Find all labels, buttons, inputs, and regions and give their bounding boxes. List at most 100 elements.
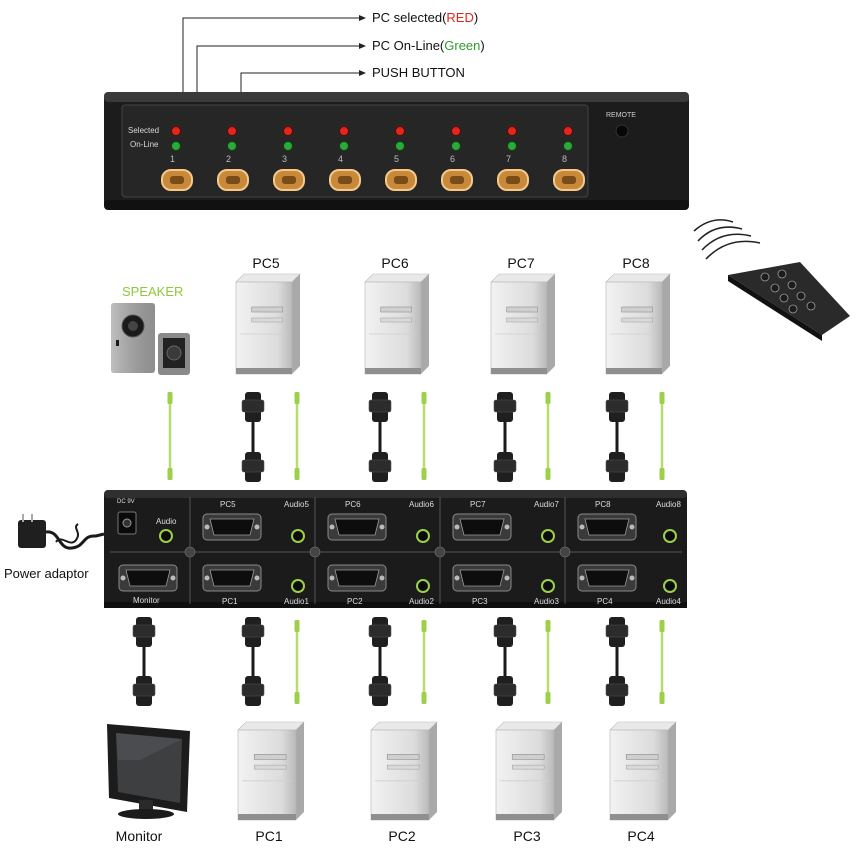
audio-plug bbox=[659, 620, 665, 632]
rear-top-audio-label: Audio5 bbox=[284, 500, 309, 509]
audio-jack-audio2 bbox=[416, 579, 430, 593]
online-led bbox=[227, 141, 237, 151]
front-channel-number: 3 bbox=[282, 154, 288, 164]
front-channel-number: 5 bbox=[394, 154, 400, 164]
online-led bbox=[563, 141, 573, 151]
rear-bottom-vga-label: PC1 bbox=[222, 597, 238, 606]
push-button-face bbox=[450, 176, 464, 184]
rear-bottom-audio-label: Audio3 bbox=[534, 597, 559, 606]
bottom-audio-cable-2 bbox=[421, 620, 427, 704]
front-remote-label: REMOTE bbox=[606, 112, 636, 119]
rear-top-vga-label: PC6 bbox=[345, 500, 361, 509]
audio-plug bbox=[421, 692, 427, 704]
front-channel-number: 6 bbox=[450, 154, 456, 164]
callout-online-prefix: PC On-Line( bbox=[372, 38, 445, 53]
callout-push-button: PUSH BUTTON bbox=[372, 65, 465, 80]
audio-plug bbox=[659, 392, 665, 404]
top-vga-cable-3 bbox=[493, 392, 517, 482]
remote-control-image bbox=[693, 219, 850, 341]
front-channel-6 bbox=[441, 126, 473, 191]
audio-plug bbox=[294, 620, 300, 632]
vga-port-pc5 bbox=[202, 513, 262, 541]
front-channel-2 bbox=[217, 126, 249, 191]
pc-tower-pc3 bbox=[495, 721, 563, 821]
selected-led bbox=[507, 126, 517, 136]
rear-bottom-audio-label: Audio4 bbox=[656, 597, 681, 606]
top-pc-label: PC8 bbox=[622, 255, 650, 271]
vga-port-pc8 bbox=[577, 513, 637, 541]
rear-bottom-audio-label: Audio2 bbox=[409, 597, 434, 606]
audio-jack-audio3 bbox=[541, 579, 555, 593]
bottom-pc-towers bbox=[237, 721, 677, 821]
vga-port-pc3 bbox=[452, 564, 512, 592]
front-channel-number: 1 bbox=[170, 154, 176, 164]
rear-audio-label: Audio bbox=[156, 517, 177, 526]
front-channel-number: 4 bbox=[338, 154, 344, 164]
monitor-image bbox=[107, 724, 190, 819]
audio-plug bbox=[294, 692, 300, 704]
rear-monitor-label: Monitor bbox=[133, 596, 160, 605]
callout-selected-prefix: PC selected( bbox=[372, 10, 447, 25]
monitor-vga-port bbox=[118, 564, 178, 592]
bottom-vga-cable-3 bbox=[493, 617, 517, 706]
bottom-audio-cable-3 bbox=[545, 620, 551, 704]
front-channel-number: 2 bbox=[226, 154, 232, 164]
audio-plug bbox=[545, 692, 551, 704]
bottom-vga-cable-2 bbox=[368, 617, 392, 706]
callout-online-suffix: ) bbox=[480, 38, 485, 53]
callout-pc-selected: PC selected(RED) bbox=[372, 10, 478, 25]
vga-port-pc4 bbox=[577, 564, 637, 592]
push-button-face bbox=[338, 176, 352, 184]
top-pc-towers bbox=[235, 273, 671, 375]
online-led bbox=[507, 141, 517, 151]
online-led bbox=[451, 141, 461, 151]
selected-led bbox=[339, 126, 349, 136]
rear-bottom-vga-label: PC2 bbox=[347, 597, 363, 606]
audio-plug bbox=[545, 468, 551, 480]
callout-selected-color: RED bbox=[446, 10, 474, 25]
pc-tower-pc1 bbox=[237, 721, 305, 821]
push-button-face bbox=[226, 176, 240, 184]
callout-arrows bbox=[359, 15, 366, 76]
front-channel-3 bbox=[273, 126, 305, 191]
bottom-vga-cable-1 bbox=[241, 617, 265, 706]
selected-led bbox=[563, 126, 573, 136]
rear-top-audio-label: Audio8 bbox=[656, 500, 681, 509]
push-button-face bbox=[282, 176, 296, 184]
front-channel-7 bbox=[497, 126, 529, 191]
top-pc-label: PC5 bbox=[252, 255, 280, 271]
audio-plug bbox=[659, 468, 665, 480]
remote-signal-waves bbox=[693, 219, 761, 260]
front-selected-label: Selected bbox=[128, 126, 160, 135]
online-led bbox=[339, 141, 349, 151]
audio-jack-audio7 bbox=[541, 529, 555, 543]
front-channel-5 bbox=[385, 126, 417, 191]
rear-top-vga-label: PC8 bbox=[595, 500, 611, 509]
online-led bbox=[171, 141, 181, 151]
push-button-face bbox=[394, 176, 408, 184]
pc-tower-pc7 bbox=[490, 273, 556, 375]
top-audio-cable-1 bbox=[294, 392, 300, 480]
power-adaptor-image bbox=[18, 514, 105, 550]
top-audio-cable-4 bbox=[659, 392, 665, 480]
push-button-face bbox=[170, 176, 184, 184]
bottom-pc-label: PC4 bbox=[627, 828, 655, 844]
audio-jack-audio1 bbox=[291, 579, 305, 593]
top-vga-cable-4 bbox=[605, 392, 629, 482]
audio-plug bbox=[545, 620, 551, 632]
top-vga-cable-1 bbox=[241, 392, 265, 482]
audio-plug bbox=[294, 392, 300, 404]
speaker-label: SPEAKER bbox=[122, 284, 184, 299]
front-channel-8 bbox=[553, 126, 585, 191]
callout-online-color: Green bbox=[444, 38, 481, 53]
selected-led bbox=[171, 126, 181, 136]
audio-plug bbox=[659, 692, 665, 704]
power-jack-label: DC 9V bbox=[117, 499, 135, 505]
callout-selected-suffix: ) bbox=[473, 10, 479, 25]
selected-led bbox=[227, 126, 237, 136]
audio-plug bbox=[421, 620, 427, 632]
rear-top-vga-label: PC5 bbox=[220, 500, 236, 509]
selected-led bbox=[395, 126, 405, 136]
audio-jack-audio4 bbox=[663, 579, 677, 593]
remote-ir-sensor bbox=[615, 124, 629, 138]
